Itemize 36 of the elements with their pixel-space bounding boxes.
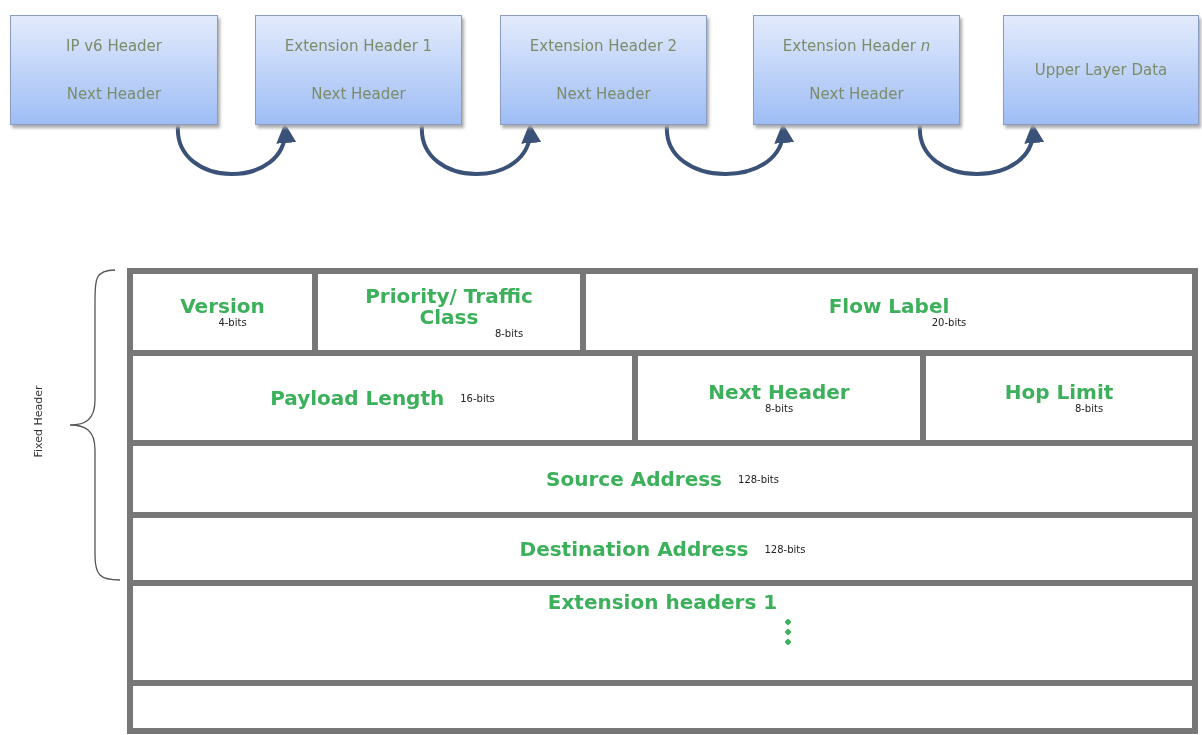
bit-size: 8-bits [764, 403, 794, 414]
header-box [753, 15, 960, 125]
field-name: Flow Label [828, 296, 950, 317]
header-box [255, 15, 462, 125]
curved-arrow [420, 123, 539, 176]
curved-arrow [918, 123, 1042, 176]
bit-size: 128-bits [738, 473, 779, 485]
header-field: Next Header [809, 85, 904, 103]
header-box [500, 15, 707, 125]
field-name: Payload Length [270, 387, 445, 409]
bit-size: 4-bits [218, 317, 247, 328]
header-field: Next Header [311, 85, 406, 103]
field-name: Version [180, 296, 265, 317]
header-title: Extension Header n [782, 37, 931, 55]
field-name: Source Address [546, 468, 722, 490]
field-name: Hop Limit [1004, 382, 1114, 403]
bit-size: 8-bits [1074, 403, 1104, 414]
header-title: IP v6 Header [65, 37, 162, 55]
bit-size: 20-bits [931, 317, 967, 328]
brace-label: Fixed Header [31, 384, 45, 460]
header-field: Next Header [66, 85, 162, 103]
field-name: Next Header [708, 382, 850, 403]
header-title: Extension Header 2 [529, 37, 678, 55]
bit-size: 128-bits [764, 543, 806, 555]
header-title: Upper Layer Data [1034, 61, 1168, 79]
field-name: Destination Address [519, 538, 749, 560]
bit-size: 8-bits [494, 327, 524, 339]
curved-arrow [665, 123, 792, 176]
header-field: Next Header [556, 85, 651, 103]
field-name: Priority/ Traffic Class [364, 285, 534, 328]
header-box [10, 15, 218, 125]
header-box [1003, 15, 1199, 125]
bit-size: 16-bits [460, 392, 495, 404]
header-title: Extension Header 1 [284, 37, 433, 55]
curved-arrow [176, 123, 294, 176]
field-name: Extension headers 1 [547, 592, 778, 613]
